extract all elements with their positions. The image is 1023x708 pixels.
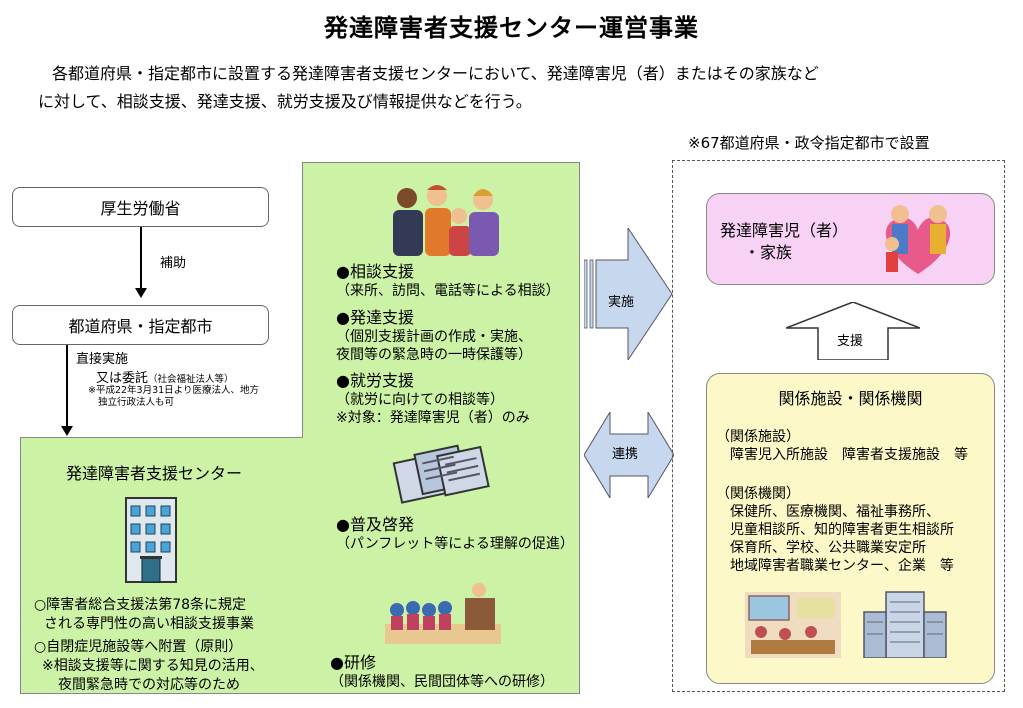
related-agencies: （関係機関） 保健所、医療機関、福祉事務所、 児童相談所、知的障害者更生相談所 … (716, 486, 954, 574)
service-development: ●発達支援 （個別支援計画の作成・実施、 夜間等の緊急時の一時保護等） (336, 308, 532, 364)
training-icon (385, 583, 501, 644)
subsidy-label: 補助 (160, 256, 187, 271)
office-building-icon (863, 591, 947, 658)
service-training: ●研修 （関係機関、民間団体等への研修） (330, 653, 554, 691)
center-name: 発達障害者支援センター (66, 464, 243, 483)
intro-line-2: に対して、相談支援、発達支援、就労支援及び情報提供などを行う。 (38, 92, 532, 111)
related-title: 関係施設・関係機関 (778, 389, 923, 408)
direct-implementation: 直接実施 (76, 352, 129, 367)
prefecture-label: 都道府県・指定都市 (68, 317, 213, 336)
target-label: 発達障害児（者） ・家族 (720, 221, 849, 262)
consign-note: ※平成22年3月31日より医療法人、地方 独立行政法人も可 (88, 385, 259, 408)
related-facilities: （関係施設） 障害児入所施設 障害者支援施設 等 (716, 429, 968, 463)
intro-text: 各都道府県・指定都市に設置する発達障害者支援センターにおいて、発達障害児（者）ま… (38, 60, 998, 116)
arrow-head-1 (135, 288, 147, 298)
arrow-head-2 (61, 426, 73, 436)
building-icon (125, 497, 177, 583)
intro-line-1: 各都道府県・指定都市に設置する発達障害者支援センターにおいて、発達障害児（者）ま… (52, 64, 819, 83)
mhlw-box: 厚生労働省 (12, 187, 269, 227)
prefecture-box: 都道府県・指定都市 (12, 305, 269, 345)
or-consign: 又は委託（社会福祉法人等） (96, 371, 234, 386)
implement-label: 実施 (608, 295, 635, 310)
establishment-note: ※67都道府県・政令指定都市で設置 (688, 134, 930, 152)
cooperate-label: 連携 (612, 447, 639, 462)
implement-arrow (584, 228, 673, 360)
cooperate-arrow (584, 412, 674, 498)
service-employment: ●就労支援 （就労に向けての相談等） ※対象：発達障害児（者）のみ (336, 371, 530, 427)
pamphlet-icon (392, 444, 490, 504)
arrow-down-2 (66, 345, 68, 427)
green-panel-joint (303, 435, 579, 439)
arrow-down-1 (140, 227, 142, 291)
center-points: ○障害者総合支援法第78条に規定 される専門性の高い相談支援事業 ○自閉症児施設… (34, 597, 264, 693)
mhlw-label: 厚生労働省 (100, 199, 181, 218)
support-arrow (786, 302, 920, 360)
service-consultation: ●相談支援 （来所、訪問、電話等による相談） (336, 262, 560, 300)
family-heart-icon (885, 205, 951, 274)
page-title: 発達障害者支援センター運営事業 (324, 14, 699, 42)
classroom-icon (745, 592, 841, 658)
service-awareness: ●普及啓発 （パンフレット等による理解の促進） (336, 515, 574, 553)
family-consultation-icon (393, 185, 499, 256)
installation-region (672, 160, 1005, 692)
support-label: 支援 (837, 334, 864, 349)
